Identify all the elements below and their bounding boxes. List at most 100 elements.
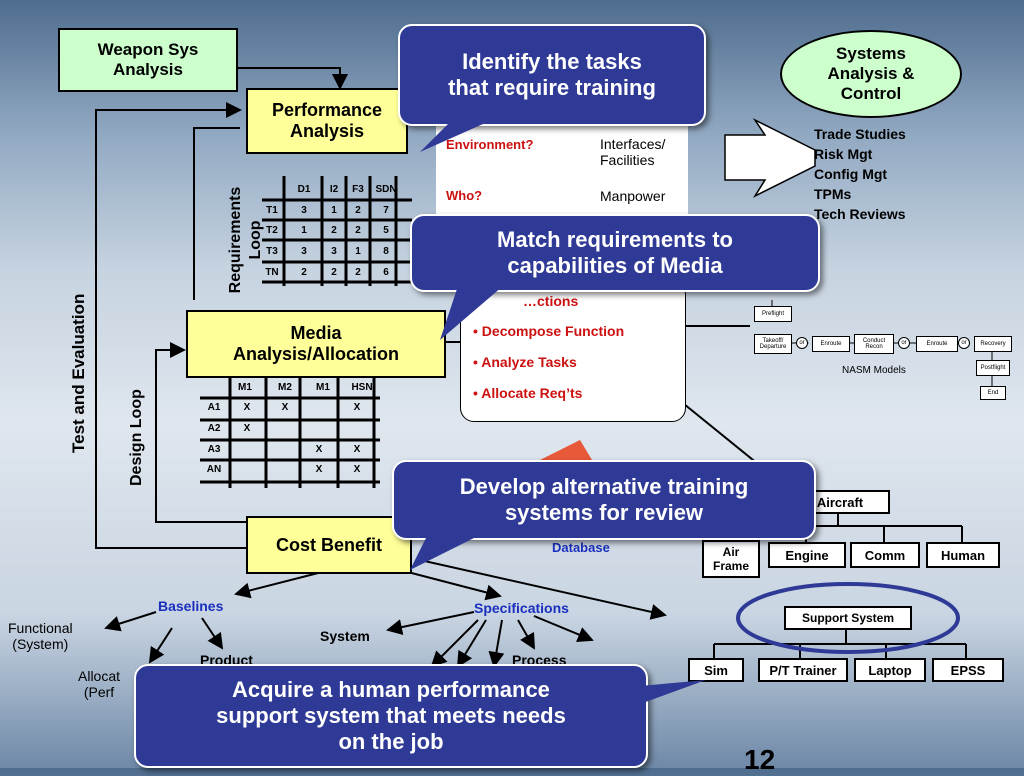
functions-panel: …ctions • Decompose Function • Analyze T… [460,280,686,422]
matrix-header: M2 [278,382,292,393]
laptop-node: Laptop [854,658,926,682]
matrix-cell: 2 [355,225,361,236]
nasm-or: or [796,337,808,349]
matrix-header: SDN [375,184,397,195]
list-item: Tech Reviews [814,206,906,222]
matrix-cell: 1 [301,225,307,236]
matrix-cell: 1 [355,246,361,257]
who-label: Who? [446,188,483,203]
matrix-cell: 6 [383,267,389,278]
nasm-or: or [898,337,910,349]
matrix-row-label: AN [206,464,222,475]
callout-pointer [410,530,490,570]
matrix-header: I2 [329,184,339,195]
callout-acquire-support: Acquire a human performance support syst… [134,664,648,768]
callout-pointer [640,680,706,704]
list-item: Config Mgt [814,166,888,182]
matrix-row-label: A2 [207,423,221,434]
media-matrix: M1 M2 M1 HSN A1 X X X A2 X A3 X X AN X X [200,378,380,488]
matrix-cell: 2 [331,225,337,236]
matrix-cell: 2 [355,267,361,278]
matrix-header: D1 [297,184,311,195]
systems-analysis-ellipse: Systems Analysis & Control [780,30,962,118]
performance-analysis-box: Performance Analysis [246,88,408,154]
matrix-cell: 7 [383,205,389,216]
matrix-row-label: A3 [207,444,221,455]
matrix-row-label: T1 [266,205,278,216]
nasm-recovery: Recovery [974,336,1012,352]
matrix-cell: X [353,464,361,475]
interfaces-label: Interfaces/ Facilities [600,136,666,168]
media-analysis-box: Media Analysis/Allocation [186,310,446,378]
systems-analysis-list: Trade Studies Risk Mgt Config Mgt TPMs T… [814,124,906,224]
airframe-node: Air Frame [702,540,760,578]
callout-pointer [420,112,510,152]
list-item: Trade Studies [814,126,906,142]
manpower-label: Manpower [600,188,666,204]
matrix-cell: X [281,402,289,413]
matrix-cell: X [353,402,361,413]
matrix-row-label: A1 [207,402,221,413]
sim-node: Sim [688,658,744,682]
weapon-sys-analysis-box: Weapon Sys Analysis [58,28,238,92]
matrix-cell: 3 [331,246,337,257]
environment-panel: Environment? Interfaces/ Facilities Who?… [436,110,688,220]
matrix-cell: 3 [301,205,307,216]
function-item: • Allocate Req’ts [473,385,583,401]
matrix-cell: X [315,464,323,475]
page-number: 12 [744,744,776,775]
matrix-row-label: T2 [266,225,278,236]
function-item: • Analyze Tasks [473,354,577,370]
baselines-label: Baselines [158,598,224,614]
matrix-cell: 3 [301,246,307,257]
human-node: Human [926,542,1000,568]
nasm-preflight: Preflight [754,306,792,322]
matrix-cell: 5 [383,225,389,236]
database-label: Database [552,540,610,555]
nasm-or: or [958,337,970,349]
matrix-header: M1 [316,382,330,393]
list-item: Risk Mgt [814,146,873,162]
matrix-cell: 1 [331,205,337,216]
support-system-node: Support System [784,606,912,630]
environment-label: Environment? [446,137,534,152]
matrix-header: HSN [351,382,373,393]
system-label: System [320,628,370,644]
matrix-cell: X [243,423,251,434]
pt-trainer-node: P/T Trainer [758,658,848,682]
performance-matrix-grid [262,176,412,286]
performance-matrix: D1 I2 F3 SDN T1 3 1 2 7 T2 1 2 2 5 T3 3 … [262,176,412,286]
specifications-label: Specifications [474,600,569,616]
matrix-header: F3 [352,184,364,195]
functional-label: Functional (System) [8,620,73,652]
epss-node: EPSS [932,658,1004,682]
matrix-header: M1 [238,382,252,393]
matrix-cell: X [315,444,323,455]
nasm-conduct-recon: Conduct Recon [854,334,894,354]
function-item: …ctions [523,293,579,309]
matrix-cell: X [353,444,361,455]
engine-node: Engine [768,542,846,568]
nasm-takeoff: Takeoff/ Departure [754,334,792,354]
matrix-row-label: TN [265,267,279,278]
matrix-row-label: T3 [266,246,278,257]
callout-develop-alternatives: Develop alternative training systems for… [392,460,816,540]
nasm-enroute: Enroute [916,336,958,352]
allocated-label: Allocat (Perf [78,668,121,700]
nasm-end: End [980,386,1006,400]
callout-match-requirements: Match requirements to capabilities of Me… [410,214,820,292]
matrix-cell: 2 [355,205,361,216]
callout-identify-tasks: Identify the tasks that require training [398,24,706,126]
matrix-cell: X [243,402,251,413]
matrix-cell: 8 [383,246,389,257]
function-item: • Decompose Function [473,323,625,339]
nasm-enroute: Enroute [812,336,850,352]
comm-node: Comm [850,542,920,568]
test-evaluation-label: Test and Evaluation [69,293,88,453]
matrix-cell: 2 [331,267,337,278]
list-item: TPMs [814,186,852,202]
design-loop-label: Design Loop [128,389,145,486]
callout-pointer [440,280,510,340]
nasm-postflight: Postflight [976,360,1010,376]
nasm-models-label: NASM Models [842,365,906,376]
